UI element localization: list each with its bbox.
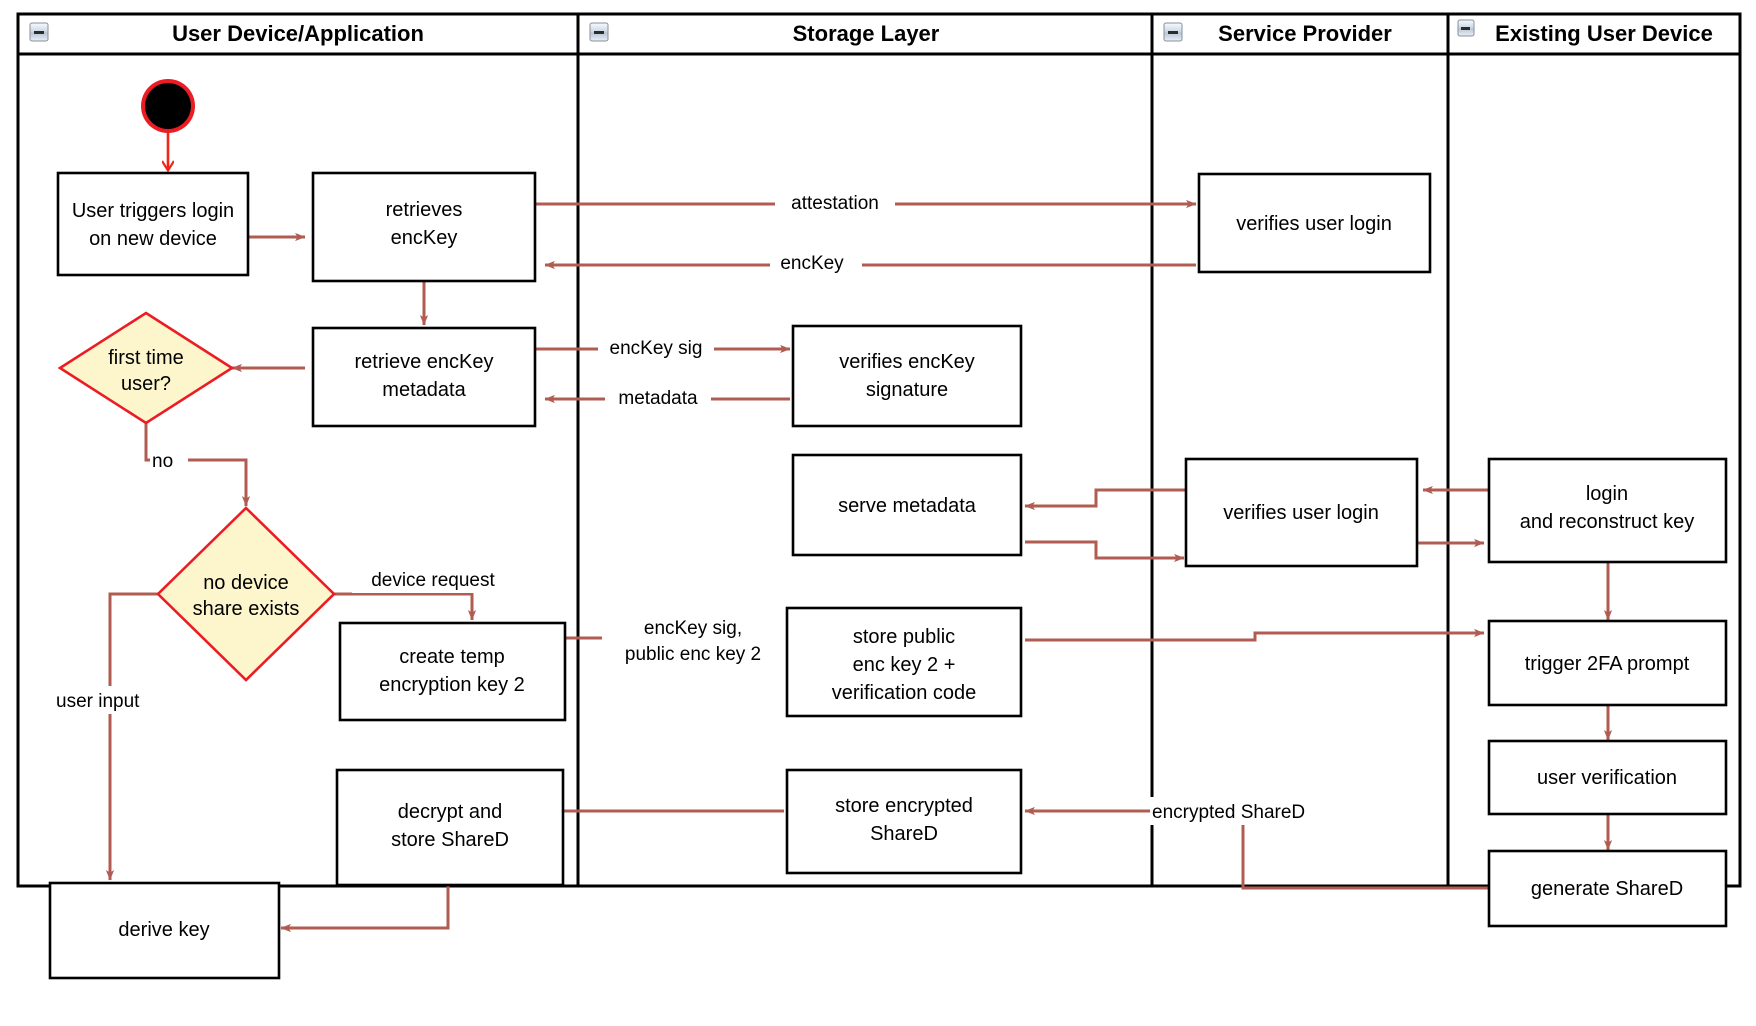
flow-user-input — [105, 592, 158, 881]
node-label-line: on new device — [89, 228, 217, 250]
minus-icon[interactable] — [1163, 22, 1183, 42]
node-label-line: serve metadata — [838, 495, 977, 517]
node-serve-metadata[interactable]: serve metadata — [791, 453, 1023, 557]
svg-text:public enc key 2: public enc key 2 — [625, 644, 761, 665]
node-user-triggers-login[interactable]: User triggers login on new device — [56, 171, 250, 277]
svg-text:device request: device request — [371, 570, 495, 591]
lane-title-service-provider: Service Provider — [1218, 21, 1392, 46]
svg-text:encKey sig: encKey sig — [610, 338, 703, 359]
node-derive-key[interactable]: derive key — [48, 881, 281, 980]
node-label-line: verifies user login — [1236, 213, 1392, 235]
node-label-line: user verification — [1537, 767, 1677, 789]
node-label-line: store ShareD — [391, 829, 509, 851]
node-verifies-user-login-1[interactable]: verifies user login — [1197, 172, 1432, 274]
lane-header-existing-device[interactable]: Existing User Device — [1457, 19, 1713, 46]
svg-text:no: no — [152, 451, 173, 472]
node-label-line: encKey — [391, 227, 458, 249]
node-label-line: signature — [866, 379, 948, 401]
lane-title-user-device: User Device/Application — [172, 21, 424, 46]
flow-decrypt-to-derive-key — [280, 885, 450, 933]
svg-text:encKey: encKey — [780, 253, 844, 274]
node-store-public-enc-key[interactable]: store public enc key 2 + verification co… — [785, 606, 1023, 718]
node-label-line: User triggers login — [72, 200, 234, 222]
node-trigger-2fa-prompt[interactable]: trigger 2FA prompt — [1487, 619, 1728, 707]
node-retrieve-enckey-metadata[interactable]: retrieve encKey metadata — [311, 326, 537, 428]
edge-label-user-input: user input — [54, 686, 166, 714]
svg-text:metadata: metadata — [618, 388, 698, 409]
minus-icon[interactable] — [29, 22, 49, 42]
lane-header-user-device[interactable]: User Device/Application — [29, 21, 424, 46]
node-label-line: generate ShareD — [1531, 878, 1683, 900]
edge-label-enckey: encKey — [770, 248, 862, 276]
node-label-line: metadata — [382, 379, 466, 401]
svg-text:attestation: attestation — [791, 193, 879, 214]
node-user-verification[interactable]: user verification — [1487, 739, 1728, 816]
node-decrypt-store-shared[interactable]: decrypt and store ShareD — [335, 768, 565, 887]
flow-verifies-2-to-serve-metadata — [1024, 488, 1196, 511]
node-retrieves-enckey[interactable]: retrieves encKey — [311, 171, 537, 283]
node-label-line: ShareD — [870, 823, 938, 845]
node-verifies-user-login-2[interactable]: verifies user login — [1184, 457, 1419, 568]
node-generate-shared[interactable]: generate ShareD — [1487, 849, 1728, 928]
decision-label-line: user? — [121, 373, 171, 395]
flow-store-public-to-2fa — [1025, 628, 1485, 642]
node-label-line: decrypt and — [398, 801, 503, 823]
svg-text:user input: user input — [56, 691, 140, 712]
node-label-line: verification code — [832, 682, 977, 704]
lane-header-service-provider[interactable]: Service Provider — [1163, 21, 1392, 46]
lane-header-storage[interactable]: Storage Layer — [589, 21, 940, 46]
flow-no-branch — [144, 419, 251, 507]
lane-title-storage: Storage Layer — [793, 21, 940, 46]
edge-label-encrypted-shared: encrypted ShareD — [1150, 797, 1328, 825]
node-label-line: login — [1586, 483, 1628, 505]
node-login-reconstruct-key[interactable]: login and reconstruct key — [1487, 457, 1728, 564]
decision-label-line: share exists — [193, 598, 300, 620]
node-create-temp-key[interactable]: create temp encryption key 2 — [338, 621, 567, 722]
node-label-line: verifies encKey — [839, 351, 975, 373]
lane-title-existing-device: Existing User Device — [1495, 21, 1713, 46]
decision-label-line: no device — [203, 572, 289, 594]
node-label-line: retrieves — [386, 199, 463, 221]
edge-label-device-request: device request — [352, 565, 514, 593]
node-label-line: enc key 2 + — [853, 654, 956, 676]
svg-text:encrypted ShareD: encrypted ShareD — [1152, 802, 1305, 823]
edge-label-metadata: metadata — [605, 383, 711, 411]
edge-label-no: no — [150, 446, 188, 474]
swimlane-frame — [16, 12, 1742, 888]
node-label-line: encryption key 2 — [379, 674, 525, 696]
flow-device-request — [330, 592, 477, 621]
decision-label-line: first time — [108, 347, 184, 369]
edge-label-enckey-sig: encKey sig — [598, 333, 714, 361]
svg-text:encKey sig,: encKey sig, — [644, 618, 742, 639]
minus-icon[interactable] — [589, 22, 609, 42]
edge-label-enckey-sig-public-key: encKey sig, public enc key 2 — [602, 611, 784, 669]
node-label-line: trigger 2FA prompt — [1525, 653, 1690, 675]
node-store-encrypted-shared[interactable]: store encrypted ShareD — [785, 768, 1023, 875]
flow-serve-metadata-to-verifies-2 — [1025, 540, 1185, 563]
node-verifies-enckey-signature[interactable]: verifies encKey signature — [791, 324, 1023, 428]
node-label-line: verifies user login — [1223, 502, 1379, 524]
node-label-line: and reconstruct key — [1520, 511, 1695, 533]
node-label-line: create temp — [399, 646, 505, 668]
minus-icon[interactable] — [1457, 19, 1475, 37]
start-node — [141, 79, 195, 133]
node-label-line: derive key — [118, 919, 209, 941]
node-label-line: store public — [853, 626, 955, 648]
edge-label-attestation: attestation — [775, 188, 895, 216]
node-first-time-user[interactable]: first time user? — [57, 311, 235, 425]
node-label-line: retrieve encKey — [355, 351, 494, 373]
node-no-device-share[interactable]: no device share exists — [156, 506, 336, 682]
flow-encrypted-shared — [1024, 806, 1496, 890]
node-label-line: store encrypted — [835, 795, 973, 817]
